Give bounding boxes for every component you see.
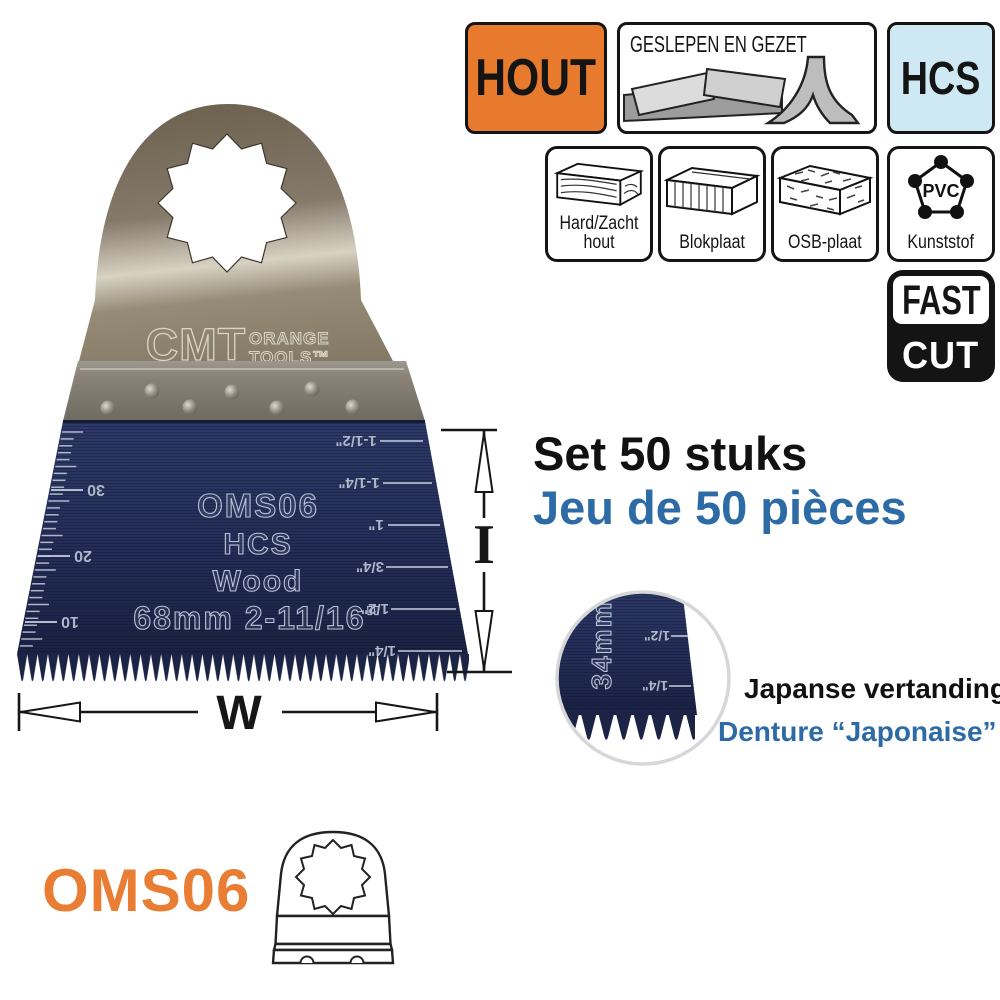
orange-text: ORANGE xyxy=(249,329,330,348)
set-count-text-nl: Set 50 stuks xyxy=(533,427,808,480)
sharpened-set-badge: GESLEPEN EN GEZET xyxy=(617,22,877,134)
sharpened-set-teeth-icon xyxy=(623,55,861,125)
inset-saw-teeth xyxy=(557,710,695,744)
pvc-pentagon-icon: PVC xyxy=(908,155,974,219)
engraved-size: 68mm 2-11/16" xyxy=(133,600,382,636)
material-badge-osb: OSB-plaat xyxy=(771,146,879,262)
inch-scale-ticks xyxy=(380,440,462,652)
fast-cut-top: FAST xyxy=(893,276,989,324)
width-dimension: W xyxy=(17,687,439,740)
material-caption: Kunststof xyxy=(907,232,975,253)
height-label: I xyxy=(473,514,495,576)
outline-star-hole xyxy=(294,838,372,916)
blockboard-icon xyxy=(663,166,761,216)
material-badge-hardwood: Hard/Zacht hout xyxy=(545,146,653,262)
material-caption: OSB-plaat xyxy=(788,232,862,253)
width-label: W xyxy=(216,687,262,740)
tooth-zoom-inset: 34mm 1/2" 1/4" xyxy=(555,590,731,766)
fast-cut-bottom: CUT xyxy=(887,330,995,382)
height-dimension: I xyxy=(441,428,512,674)
material-badge-blockboard: Blokplaat xyxy=(658,146,766,262)
blade-outline-drawing xyxy=(271,830,395,965)
inset-label-1-2: 1/2" xyxy=(644,628,670,644)
star-mount-hole xyxy=(157,133,297,273)
hout-badge: HOUT xyxy=(465,22,607,134)
mm-label-10: 10 xyxy=(61,613,79,630)
pvc-icon-label: PVC xyxy=(922,181,959,201)
rivet-plate xyxy=(63,361,425,421)
material-badge-plastic: PVC Kunststof xyxy=(887,146,995,262)
blade-metal-shank: CMT ORANGE TOOLS™ xyxy=(63,104,425,422)
material-caption: Hard/Zacht hout xyxy=(559,213,639,253)
inset-label-1-4: 1/4" xyxy=(642,678,668,694)
tooth-type-text-fr: Denture “Japonaise” xyxy=(718,716,997,747)
inch-label-1: 1" xyxy=(368,516,383,533)
inch-label-1-4: 1/4" xyxy=(368,642,396,659)
mm-label-30: 30 xyxy=(87,481,105,498)
inch-label-1-2: 1/2" xyxy=(361,600,389,617)
osb-board-icon xyxy=(776,164,874,216)
wood-board-icon xyxy=(553,162,645,207)
engraved-material: Wood xyxy=(213,565,304,598)
inset-size-label: 34mm xyxy=(586,601,617,690)
fast-cut-badge: FAST CUT xyxy=(887,270,995,382)
saw-teeth xyxy=(17,654,469,685)
inch-label-1-1-2: 1-1/2" xyxy=(335,432,376,449)
fast-label: FAST xyxy=(901,276,981,323)
hout-badge-label: HOUT xyxy=(475,49,597,107)
engraved-steel: HCS xyxy=(223,528,292,561)
cut-label: CUT xyxy=(902,334,980,377)
inch-label-1-1-4: 1-1/4" xyxy=(338,474,379,491)
inset-ring xyxy=(555,590,731,766)
sharpened-set-label: GESLEPEN EN GEZET xyxy=(630,31,807,57)
product-model-code: OMS06 xyxy=(42,857,251,924)
inch-label-3-4: 3/4" xyxy=(356,558,384,575)
blade-engraving: OMS06 HCS Wood 68mm 2-11/16" xyxy=(133,486,382,636)
hcs-badge-label: HCS xyxy=(901,52,981,104)
hcs-badge: HCS xyxy=(887,22,995,134)
blade-cutting-body: OMS06 HCS Wood 68mm 2-11/16" 30 20 10 xyxy=(17,420,469,685)
material-caption: Blokplaat xyxy=(679,232,745,253)
engraved-model: OMS06 xyxy=(197,487,319,524)
mm-ruler-labels xyxy=(25,489,83,623)
mm-label-20: 20 xyxy=(74,547,92,564)
tooth-type-text-nl: Japanse vertanding xyxy=(744,673,1000,704)
set-count-text-fr: Jeu de 50 pièces xyxy=(533,481,907,534)
rivets xyxy=(100,381,361,416)
